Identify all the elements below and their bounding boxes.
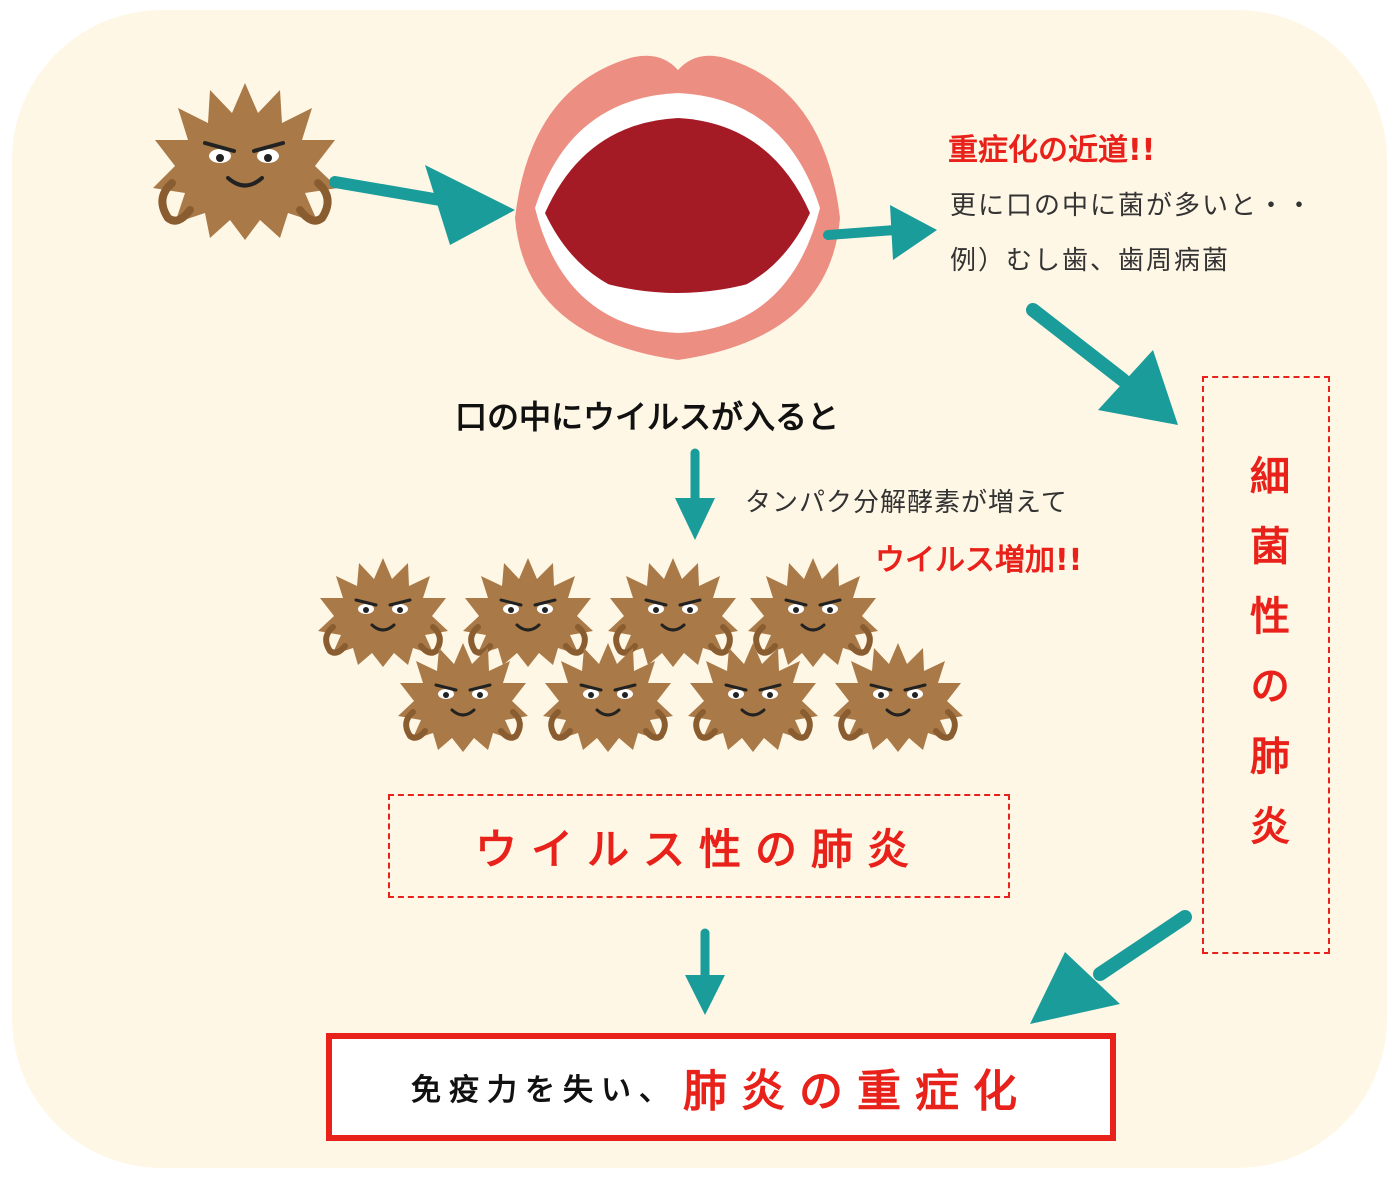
arrow-icon [685, 928, 725, 1015]
viral-pneumonia-box: ウイルス性の肺炎 [388, 794, 1010, 898]
arrow-icon [675, 448, 715, 540]
mouth-icon [515, 55, 840, 360]
arrow-icon [329, 165, 515, 245]
viral-pneumonia-label: ウイルス性の肺炎 [474, 824, 923, 874]
result-main: 肺炎の重症化 [683, 1066, 1031, 1117]
result-prefix: 免疫力を失い、 [411, 1073, 677, 1108]
virus-icon [153, 83, 338, 240]
enzyme-note: タンパク分解酵素が増えて [745, 488, 1068, 518]
virus-cluster [318, 550, 978, 760]
danger-description: 更に口の中に菌が多いと・・ [950, 191, 1315, 221]
bacterial-pneumonia-box: 細菌性の肺炎 [1202, 376, 1330, 954]
result-box: 免疫力を失い、 肺炎の重症化 [326, 1033, 1116, 1141]
virus-increase-label: ウイルス増加!! [875, 543, 1083, 578]
arrow-icon [823, 205, 937, 260]
arrow-icon [1030, 910, 1192, 1024]
danger-title: 重症化の近道!! [948, 133, 1156, 168]
danger-example: 例）むし歯、歯周病菌 [950, 246, 1231, 276]
arrow-icon [1026, 303, 1178, 425]
bacterial-pneumonia-label: 細菌性の肺炎 [1243, 455, 1289, 875]
virus-enter-label: 口の中にウイルスが入ると [455, 398, 840, 436]
